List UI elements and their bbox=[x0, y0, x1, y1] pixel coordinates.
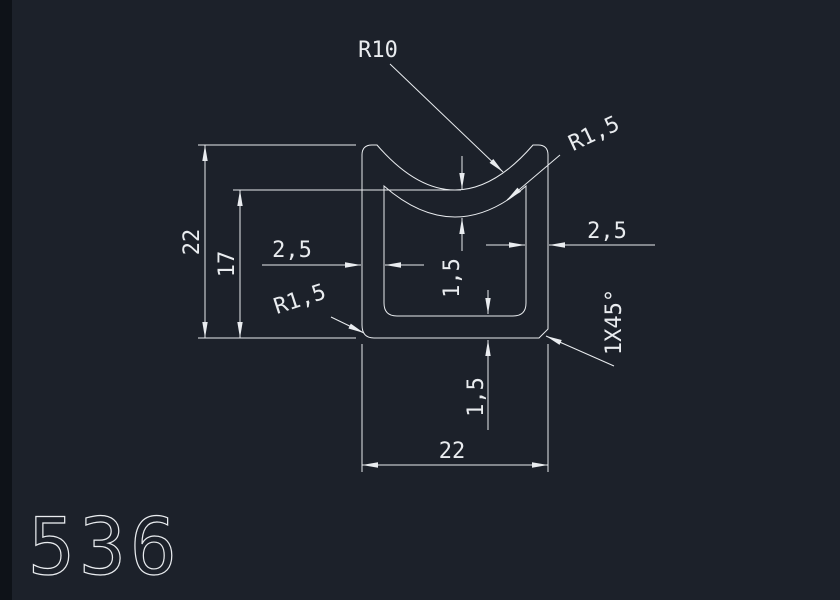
drawing-number[interactable]: 536 bbox=[27, 502, 181, 593]
dim-label-top-radius[interactable]: R10 bbox=[358, 38, 398, 63]
dim-label-chamfer[interactable]: 1X45° bbox=[602, 289, 627, 355]
profile-inner-contour[interactable] bbox=[383, 184, 527, 317]
viewport-left-edge bbox=[0, 0, 12, 600]
leader-line-top-radius[interactable] bbox=[389, 63, 504, 173]
geometry-layer bbox=[198, 63, 655, 472]
dim-label-side-wall-right[interactable]: 2,5 bbox=[587, 219, 627, 244]
leader-line-inner-radius[interactable] bbox=[506, 154, 561, 201]
dim-label-width-overall[interactable]: 22 bbox=[439, 439, 466, 464]
profile-outer-contour[interactable] bbox=[361, 144, 549, 339]
dim-label-side-wall-left[interactable]: 2,5 bbox=[272, 238, 312, 263]
dim-label-bottom-wall[interactable]: 1,5 bbox=[464, 377, 489, 417]
leader-line-chamfer[interactable] bbox=[545, 335, 615, 367]
leader-line-corner-radius[interactable] bbox=[330, 316, 365, 334]
dim-label-height-to-arc[interactable]: 17 bbox=[215, 251, 240, 278]
dim-label-height-overall[interactable]: 22 bbox=[180, 229, 205, 256]
annotation-layer: 22 17 2,5 2,5 1,5 1,5 22 R10 R1,5 R1,5 1… bbox=[180, 38, 627, 464]
dim-label-top-wall[interactable]: 1,5 bbox=[440, 258, 465, 298]
